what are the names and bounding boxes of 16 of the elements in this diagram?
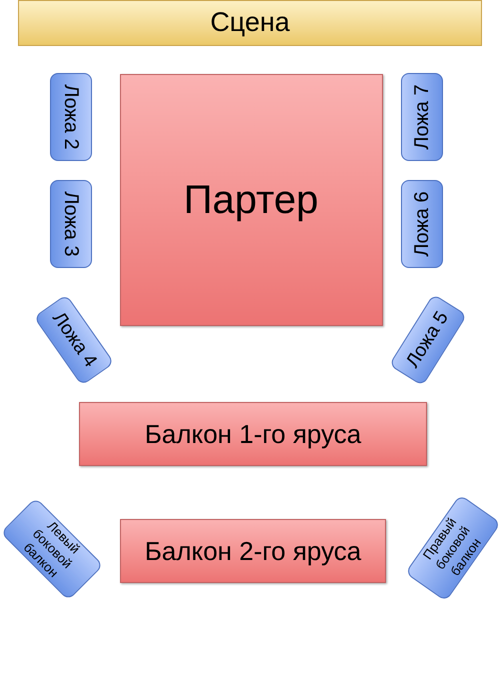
seat-label: Балкон 2-го яруса [144, 534, 362, 568]
box-seat [50, 73, 92, 161]
seat-label: Ложа 2 [60, 83, 84, 152]
box-seat [401, 73, 443, 161]
box-seat [401, 180, 443, 268]
balcony-area [79, 402, 427, 466]
seat-label: Ложа 3 [60, 190, 84, 259]
seat-label: Ложа 7 [410, 83, 434, 152]
seat-label: Ложа 6 [410, 190, 434, 259]
seat-label: Сцена [209, 6, 291, 40]
seat-label: Балкон 1-го яруса [144, 418, 362, 450]
stalls-area [120, 74, 382, 326]
seat-label: Партер [182, 177, 320, 224]
balcony-area [120, 519, 386, 583]
box-seat [50, 180, 92, 268]
stage-box [18, 0, 482, 46]
